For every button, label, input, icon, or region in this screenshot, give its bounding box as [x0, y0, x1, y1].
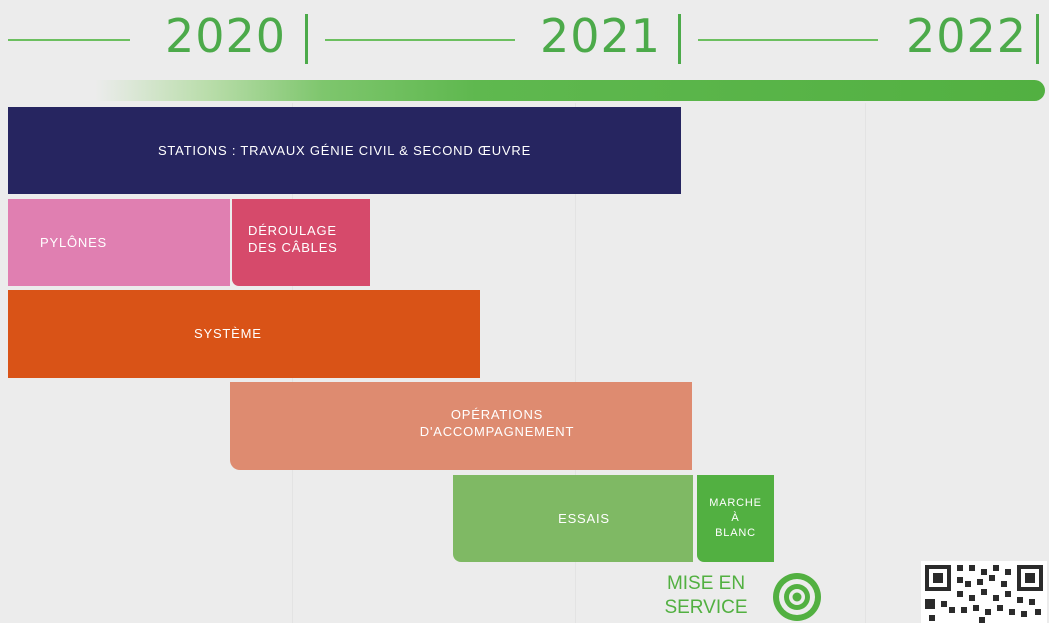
task-pylones-bar: PYLÔNES — [8, 199, 230, 286]
year-2021: 2021 — [540, 9, 662, 63]
task-systeme-label: SYSTÈME — [194, 325, 262, 341]
task-pylones-label: PYLÔNES — [40, 235, 108, 250]
task-deroulage-bar: DÉROULAGE DES CÂBLES — [232, 199, 370, 286]
timeline-progress-bar — [95, 80, 1045, 101]
timeline-rule-2 — [325, 39, 515, 41]
grid-line — [575, 103, 576, 623]
task-essais-bar: ESSAIS — [453, 475, 693, 562]
year-divider-2020 — [305, 14, 308, 64]
year-2020: 2020 — [165, 9, 287, 63]
grid-line — [865, 103, 866, 623]
timeline-rule-3 — [698, 39, 878, 41]
task-stations-label: STATIONS : TRAVAUX GÉNIE CIVIL & SECOND … — [157, 143, 532, 158]
task-essais-label: ESSAIS — [558, 511, 610, 526]
year-divider-2022 — [1036, 14, 1039, 64]
task-marche-a-blanc-bar: MARCHE À BLANC — [697, 475, 774, 562]
target-icon — [773, 573, 821, 621]
year-2022: 2022 — [906, 9, 1028, 63]
task-systeme-bar: SYSTÈME — [8, 290, 480, 378]
task-stations-bar: STATIONS : TRAVAUX GÉNIE CIVIL & SECOND … — [8, 107, 681, 194]
task-marche-a-blanc-label: MARCHE À BLANC — [709, 497, 762, 539]
task-operations-bar: OPÉRATIONS D'ACCOMPAGNEMENT — [230, 382, 692, 470]
task-operations-label: OPÉRATIONS D'ACCOMPAGNEMENT — [419, 407, 575, 439]
year-divider-2021 — [678, 14, 681, 64]
timeline-rule-1 — [8, 39, 130, 41]
qr-code-icon[interactable] — [921, 561, 1047, 623]
milestone-label: MISE EN SERVICE — [664, 573, 748, 618]
task-deroulage-label: DÉROULAGE DES CÂBLES — [248, 222, 338, 255]
